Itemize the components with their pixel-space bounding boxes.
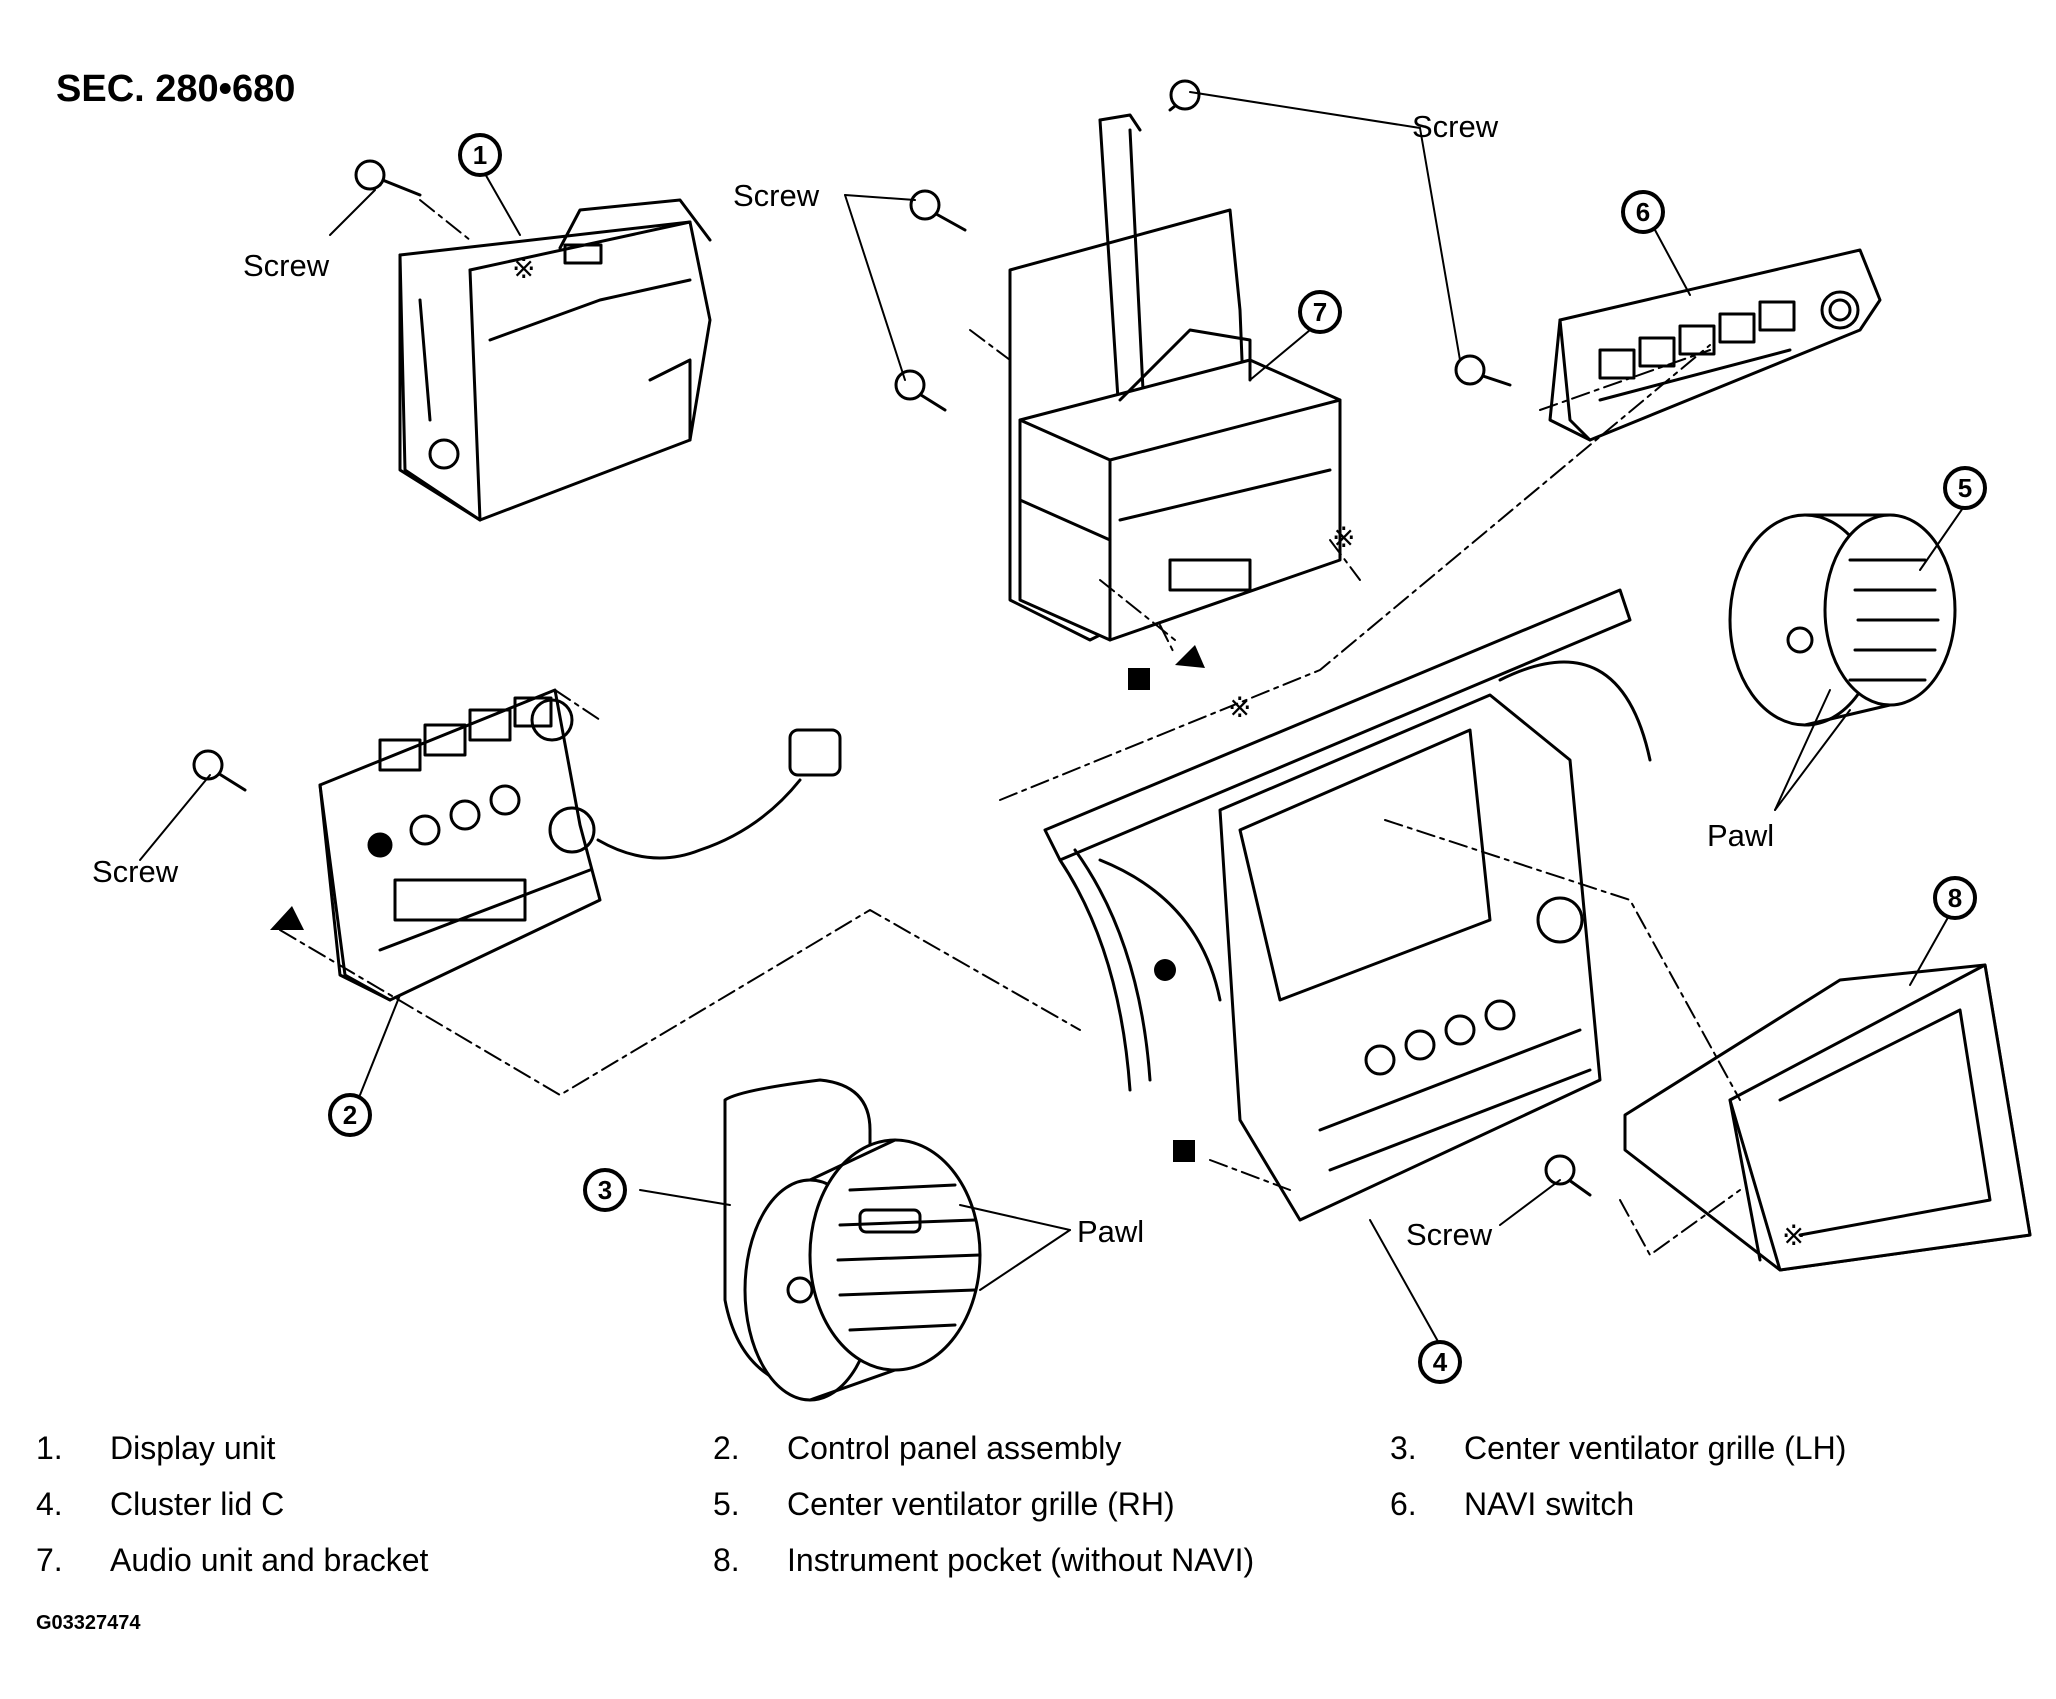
callout-4-num: 4 bbox=[1433, 1347, 1448, 1377]
callout-5-num: 5 bbox=[1958, 473, 1972, 503]
control-panel-assembly-part bbox=[318, 688, 842, 1002]
callout-1 bbox=[458, 133, 502, 177]
screw-label: Screw bbox=[243, 248, 330, 283]
legend-number: 5. bbox=[713, 1486, 740, 1522]
legend-number: 6. bbox=[1390, 1486, 1417, 1522]
callout-2-num: 2 bbox=[343, 1100, 357, 1130]
alignment-lines bbox=[279, 199, 1741, 1256]
screw-label: Screw bbox=[1412, 109, 1499, 144]
legend-text: Center ventilator grille (RH) bbox=[787, 1486, 1175, 1522]
callout-5 bbox=[1943, 466, 1987, 510]
audio-unit-part bbox=[1008, 113, 1342, 642]
callout-4 bbox=[1418, 1340, 1462, 1384]
reference-mark: ※ bbox=[1782, 1220, 1805, 1251]
callout-8-num: 8 bbox=[1948, 883, 1962, 913]
callout-1-num: 1 bbox=[473, 140, 487, 170]
triangle-mark bbox=[1175, 645, 1205, 668]
instrument-pocket-part bbox=[1623, 963, 2032, 1272]
reference-mark: ※ bbox=[1228, 692, 1251, 723]
leader-lines bbox=[139, 91, 1966, 1346]
legend-number: 3. bbox=[1390, 1430, 1417, 1466]
square-mark bbox=[1173, 1140, 1195, 1162]
callout-3 bbox=[583, 1168, 627, 1212]
callout-7 bbox=[1298, 290, 1342, 334]
callout-2 bbox=[328, 1093, 372, 1137]
callout-markers bbox=[328, 133, 1987, 1384]
reference-mark: ※ bbox=[1332, 522, 1355, 553]
cluster-lid-c-part bbox=[1043, 588, 1652, 1222]
screw-label: Screw bbox=[92, 854, 179, 889]
legend-number: 7. bbox=[36, 1542, 63, 1578]
screw-label: Screw bbox=[733, 178, 820, 213]
dot-mark bbox=[1154, 959, 1176, 981]
pawl-label: Pawl bbox=[1077, 1214, 1144, 1249]
navi-switch-part bbox=[1548, 248, 1882, 442]
square-mark bbox=[1128, 668, 1150, 690]
section-title: SEC. 280•680 bbox=[56, 68, 296, 110]
reference-symbols bbox=[270, 645, 1205, 1162]
legend-text: Cluster lid C bbox=[110, 1486, 285, 1522]
figure-id: G03327474 bbox=[36, 1612, 141, 1634]
screw-label: Screw bbox=[1406, 1217, 1493, 1252]
callout-6-num: 6 bbox=[1636, 197, 1650, 227]
legend-text: Center ventilator grille (LH) bbox=[1464, 1430, 1847, 1466]
legend-text: Instrument pocket (without NAVI) bbox=[787, 1542, 1255, 1578]
pawl-label: Pawl bbox=[1707, 818, 1774, 853]
reference-mark: ※ bbox=[512, 253, 535, 284]
callout-3-num: 3 bbox=[598, 1175, 612, 1205]
legend-number: 1. bbox=[36, 1430, 63, 1466]
triangle-mark bbox=[270, 906, 304, 930]
display-unit-part bbox=[398, 198, 712, 522]
legend-number: 4. bbox=[36, 1486, 63, 1522]
center-ventilator-grille-rh-part bbox=[1728, 513, 1957, 727]
legend-text: NAVI switch bbox=[1464, 1486, 1635, 1522]
screw-fasteners bbox=[192, 79, 1592, 1197]
legend-text: Display unit bbox=[110, 1430, 276, 1466]
legend-text: Control panel assembly bbox=[787, 1430, 1122, 1466]
legend-number: 8. bbox=[713, 1542, 740, 1578]
callout-8 bbox=[1933, 876, 1977, 920]
legend-text: Audio unit and bracket bbox=[110, 1542, 429, 1578]
callout-6 bbox=[1621, 190, 1665, 234]
center-ventilator-grille-lh-part bbox=[723, 1078, 982, 1402]
legend-number: 2. bbox=[713, 1430, 740, 1466]
callout-7-num: 7 bbox=[1313, 297, 1327, 327]
